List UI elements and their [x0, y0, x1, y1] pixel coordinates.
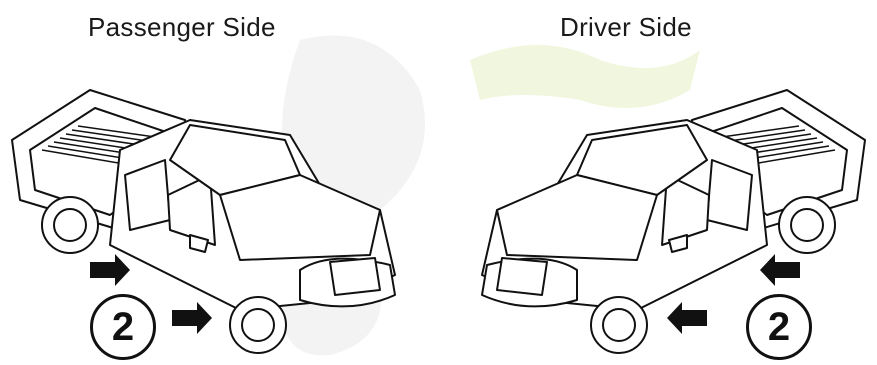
step-number-badge-left: 2	[90, 294, 156, 360]
arrow-left-icon	[667, 302, 707, 334]
passenger-side-label: Passenger Side	[88, 12, 276, 43]
step-number-badge-right: 2	[746, 294, 812, 360]
arrow-right-icon	[90, 254, 130, 286]
driver-side-label: Driver Side	[560, 12, 692, 43]
arrow-right-icon	[172, 302, 212, 334]
arrow-left-icon	[760, 254, 800, 286]
